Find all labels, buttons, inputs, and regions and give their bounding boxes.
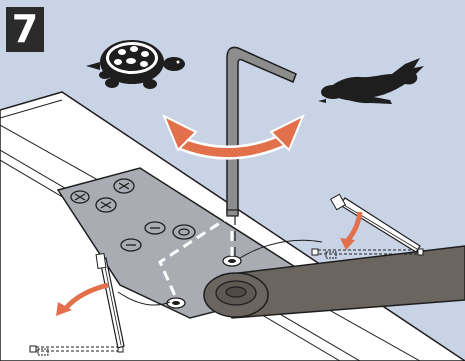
screw-group [70, 178, 196, 252]
inset-right [311, 193, 424, 259]
inset-left [29, 252, 125, 356]
guide-lines [158, 213, 234, 299]
hare-icon [318, 58, 424, 104]
leader-line-left [117, 291, 171, 306]
turtle-icon [86, 40, 185, 89]
step-number-badge: 7 [6, 7, 44, 52]
frame-edge [0, 99, 63, 119]
double-curved-arrow-icon [162, 113, 305, 160]
closer-arm [203, 245, 465, 319]
hex-key-icon [226, 46, 297, 217]
adjust-valve [166, 255, 242, 309]
leader-line-right [239, 239, 323, 259]
